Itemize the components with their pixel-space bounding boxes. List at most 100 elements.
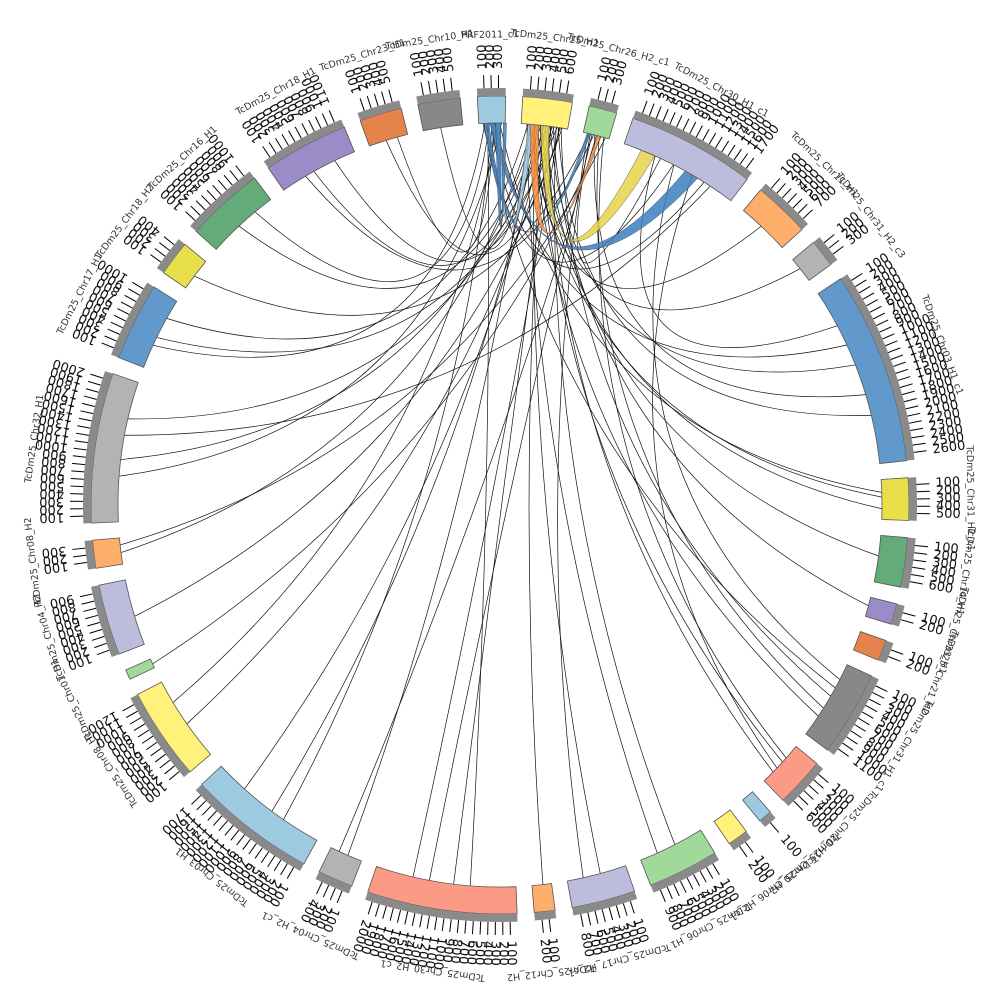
tick-mark (229, 170, 239, 181)
scale-band (900, 537, 916, 589)
segment-arc (267, 126, 356, 191)
tick-mark (72, 455, 86, 458)
scale-band (476, 88, 506, 97)
scale-band (891, 603, 905, 627)
link (531, 124, 819, 717)
scale-band (130, 694, 191, 778)
tick-mark (715, 136, 723, 149)
scale-band (263, 119, 345, 168)
scale-band (729, 831, 752, 851)
scale-band (827, 675, 879, 755)
tick-mark (566, 80, 570, 94)
link (305, 134, 595, 271)
tick-mark (876, 319, 889, 326)
tick-mark (82, 402, 95, 407)
link (254, 123, 490, 282)
tick-mark (803, 790, 814, 800)
tick-label: 500 (39, 477, 64, 493)
tick-mark (146, 741, 158, 751)
tick-label: 500 (471, 940, 487, 965)
tick-mark (286, 867, 295, 879)
tick-mark (117, 308, 130, 315)
tick-mark (280, 863, 288, 876)
tick-label: 500 (440, 46, 458, 72)
tick-mark (366, 95, 372, 109)
segment-arc (195, 177, 272, 250)
tick-mark (798, 795, 809, 806)
tick-mark (885, 340, 898, 347)
tick-mark (81, 600, 95, 605)
tick-label: 900 (48, 591, 75, 611)
tick-mark (733, 148, 742, 161)
tick-mark (404, 911, 409, 925)
tick-label: 100 (935, 475, 961, 491)
tick-mark (449, 919, 452, 933)
tick-mark (673, 883, 680, 897)
link (396, 123, 495, 253)
segment-arc (742, 189, 803, 249)
tick-mark (113, 314, 126, 322)
tick-mark (71, 462, 86, 466)
tick-label: 1200 (36, 419, 71, 439)
tick-label: 900 (439, 937, 457, 963)
link (554, 127, 676, 845)
tick-mark (914, 545, 929, 548)
tick-mark (212, 184, 222, 196)
tick-mark (124, 294, 137, 303)
tick-mark (695, 125, 703, 138)
tick-label: 900 (41, 445, 67, 463)
tick-mark (858, 285, 871, 294)
tick-mark (916, 483, 930, 485)
tick-mark (629, 900, 635, 914)
tick-label: 300 (610, 59, 631, 87)
tick-label: 200 (603, 57, 624, 85)
tick-mark (120, 301, 133, 309)
scale-band (813, 237, 838, 265)
tick-label: 1300 (405, 932, 426, 967)
tick-mark (267, 855, 276, 868)
tick-label: 300 (540, 46, 558, 72)
tick-mark (164, 765, 175, 775)
tick-mark (597, 86, 602, 100)
tick-mark (201, 195, 211, 206)
segment-30: 10020030040050060070080090010001100TcDm2… (233, 66, 356, 191)
tick-mark (159, 242, 170, 251)
tick-mark (434, 917, 438, 931)
tick-label: 300 (60, 635, 88, 657)
tick-label: 1000 (430, 936, 449, 971)
tick-label: 300 (39, 493, 64, 508)
tick-label: 600 (54, 613, 82, 634)
tick-mark (329, 887, 336, 901)
link (134, 127, 563, 617)
tick-mark (615, 905, 621, 919)
scale-band (782, 763, 824, 807)
tick-label: 1400 (39, 403, 74, 424)
link (576, 133, 661, 264)
tick-mark (890, 354, 904, 360)
tick-mark (70, 477, 84, 480)
scale-band (589, 98, 619, 113)
tick-mark (911, 573, 925, 578)
tick-mark (882, 333, 895, 340)
tick-mark (381, 91, 386, 105)
tick-mark (887, 347, 901, 354)
tick-mark (396, 909, 402, 923)
tick-mark (594, 910, 599, 924)
segment-arc (318, 847, 362, 887)
segment-arc (742, 791, 771, 822)
tick-label: 400 (930, 563, 957, 582)
tick-mark (328, 110, 335, 123)
tick-mark (905, 405, 919, 410)
tick-mark (75, 432, 89, 436)
segment-4: 1002003004005006007008009001000110012001… (623, 60, 783, 202)
tick-label: 100 (503, 941, 519, 966)
tick-mark (601, 909, 606, 923)
link (494, 122, 847, 358)
tick-mark (813, 779, 824, 789)
tick-mark (872, 692, 885, 699)
segment-arc (531, 883, 556, 913)
segment-label: TcDm25_Chr31_H2_c3 (833, 170, 907, 261)
tick-mark (648, 103, 655, 116)
